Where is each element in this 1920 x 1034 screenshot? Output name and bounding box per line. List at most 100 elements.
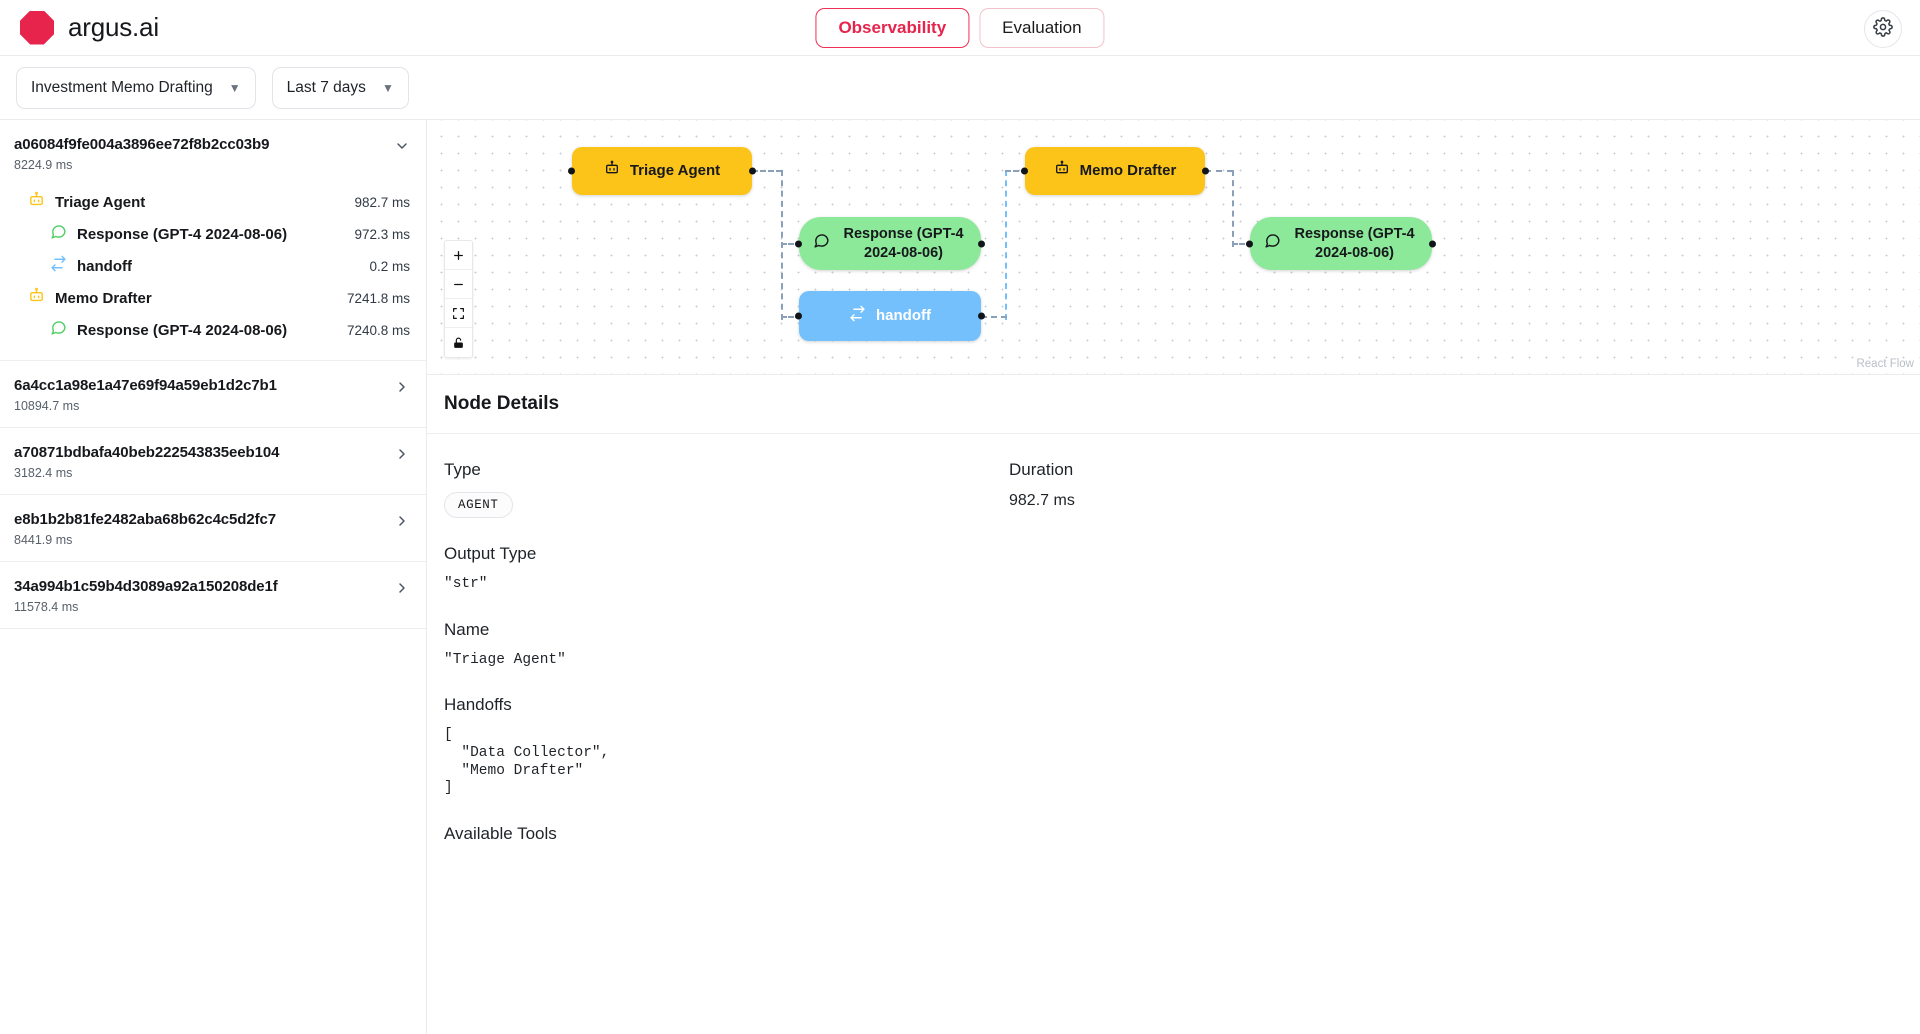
robot-icon [28,287,45,309]
brand-name: argus.ai [68,12,159,42]
zoom-out-control[interactable] [445,270,472,299]
span-label: Response (GPT-4 2024-08-06) [77,225,288,243]
edge-memo-in [1005,170,1027,172]
chevron-down-icon: ▼ [381,80,394,95]
chevron-right-icon[interactable] [394,377,410,400]
edge-triage-vertical [781,170,783,320]
project-select-value: Investment Memo Drafting [31,78,213,96]
span-row[interactable]: handoff 0.2 ms [14,250,410,282]
node-handle-right[interactable] [978,312,985,320]
trace-header[interactable]: a06084f9fe004a3896ee72f8b2cc03b9 8224.9 … [0,120,426,186]
nav-tab-evaluation[interactable]: Evaluation [979,7,1105,48]
message-icon [50,223,67,245]
chevron-right-icon[interactable] [394,578,410,601]
robot-icon [28,191,45,213]
graph-node-memo-response[interactable]: Response (GPT-4 2024-08-06) [1246,217,1436,270]
trace-item: a06084f9fe004a3896ee72f8b2cc03b9 8224.9 … [0,120,426,361]
edge-handoff-out [981,316,1007,318]
graph-node-label: Response (GPT-4 2024-08-06) [843,226,964,261]
trace-id: a06084f9fe004a3896ee72f8b2cc03b9 [14,136,270,153]
node-handle-left[interactable] [795,312,802,320]
field-duration: Duration 982.7 ms [1009,460,1903,510]
graph-node-label: Triage Agent [629,161,721,179]
span-duration: 7241.8 ms [346,290,410,306]
node-handle-left[interactable] [795,240,802,247]
graph-node-triage-response[interactable]: Response (GPT-4 2024-08-06) [795,217,985,270]
field-label-available-tools: Available Tools [444,824,557,844]
fit-view-control[interactable] [445,299,472,328]
trace-duration: 8441.9 ms [14,533,73,547]
edge-into-memo-response [1232,243,1252,245]
field-handoffs: Handoffs [ "Data Collector", "Memo Draft… [444,695,1009,798]
trace-header[interactable]: a70871bdbafa40beb222543835eeb104 3182.4 … [0,428,426,494]
nav-tab-observability[interactable]: Observability [815,7,970,48]
field-name: Name "Triage Agent" [444,620,1009,670]
trace-item: a70871bdbafa40beb222543835eeb104 3182.4 … [0,428,426,495]
edge-into-handoff [781,316,801,318]
span-label: Response (GPT-4 2024-08-06) [77,321,288,339]
app-header: argus.ai Observability Evaluation [0,0,1920,56]
graph-node-handoff[interactable]: handoff [795,291,985,341]
react-flow-attribution: React Flow [1856,358,1914,370]
trace-duration: 11578.4 ms [14,600,79,614]
span-label: Triage Agent [55,193,146,211]
trace-item: 6a4cc1a98e1a47e69f94a59eb1d2c7b1 10894.7… [0,361,426,428]
node-handle-right[interactable] [1429,240,1436,247]
graph-node-label: Response (GPT-4 2024-08-06) [1294,226,1415,261]
span-row[interactable]: Memo Drafter 7241.8 ms [14,282,410,314]
settings-button[interactable] [1864,10,1902,48]
field-available-tools: Available Tools [444,824,1009,844]
brand: argus.ai [0,10,159,45]
span-row[interactable]: Response (GPT-4 2024-08-06) 7240.8 ms [14,314,410,346]
node-details-panel: Node Details Type AGENT Output Type "str… [427,375,1920,1034]
chevron-down-icon[interactable] [394,136,410,159]
chevron-right-icon[interactable] [394,444,410,467]
node-handle-left[interactable] [1246,240,1253,247]
span-row[interactable]: Triage Agent 982.7 ms [14,186,410,218]
trace-id: 34a994b1c59b4d3089a92a150208de1f [14,578,278,595]
message-icon [1264,232,1281,254]
field-label-output-type: Output Type [444,544,537,563]
node-handle-right[interactable] [978,240,985,247]
node-details-title: Node Details [427,375,1920,434]
span-duration: 982.7 ms [354,194,410,210]
gear-icon [1873,16,1893,42]
chevron-down-icon: ▼ [228,80,241,95]
graph-node-triage-agent[interactable]: Triage Agent [568,147,756,195]
node-handle-right[interactable] [1202,167,1209,175]
node-handle-left[interactable] [568,167,575,175]
edge-memo-vertical [1232,170,1234,247]
lock-control[interactable] [445,328,472,357]
trace-item: e8b1b2b81fe2482aba68b62c4c5d2fc7 8441.9 … [0,495,426,562]
trace-header[interactable]: e8b1b2b81fe2482aba68b62c4c5d2fc7 8441.9 … [0,495,426,561]
span-label: handoff [77,257,132,275]
trace-list-sidebar[interactable]: a06084f9fe004a3896ee72f8b2cc03b9 8224.9 … [0,120,427,1034]
message-icon [813,232,830,254]
handoff-icon [849,305,866,328]
graph-node-memo-drafter[interactable]: Memo Drafter [1021,147,1209,195]
edge-handoff-to-memo [1005,170,1007,320]
zoom-in-control[interactable] [445,241,472,270]
trace-id: 6a4cc1a98e1a47e69f94a59eb1d2c7b1 [14,377,277,394]
status-badge: AGENT [444,492,513,518]
trace-duration: 8224.9 ms [14,158,73,172]
edge-into-triage-response [781,243,801,245]
span-list: Triage Agent 982.7 ms Response (GPT-4 20… [0,186,426,360]
span-duration: 7240.8 ms [346,322,410,338]
span-row[interactable]: Response (GPT-4 2024-08-06) 972.3 ms [14,218,410,250]
trace-header[interactable]: 34a994b1c59b4d3089a92a150208de1f 11578.4… [0,562,426,628]
chevron-right-icon[interactable] [394,511,410,534]
time-range-select[interactable]: Last 7 days ▼ [271,66,409,109]
graph-node-label: handoff [876,306,931,324]
node-handle-right[interactable] [749,167,756,175]
trace-id: a70871bdbafa40beb222543835eeb104 [14,444,280,461]
node-handle-left[interactable] [1021,167,1028,175]
field-label-duration: Duration [1009,460,1074,479]
handoff-icon [50,255,67,277]
project-select[interactable]: Investment Memo Drafting ▼ [16,66,256,109]
trace-graph-canvas[interactable]: Triage Agent Response (GPT-4 2024-08-06)… [427,120,1920,375]
trace-header[interactable]: 6a4cc1a98e1a47e69f94a59eb1d2c7b1 10894.7… [0,361,426,427]
field-label-type: Type [444,460,481,479]
primary-nav: Observability Evaluation [815,7,1105,48]
field-label-name: Name [444,619,490,639]
